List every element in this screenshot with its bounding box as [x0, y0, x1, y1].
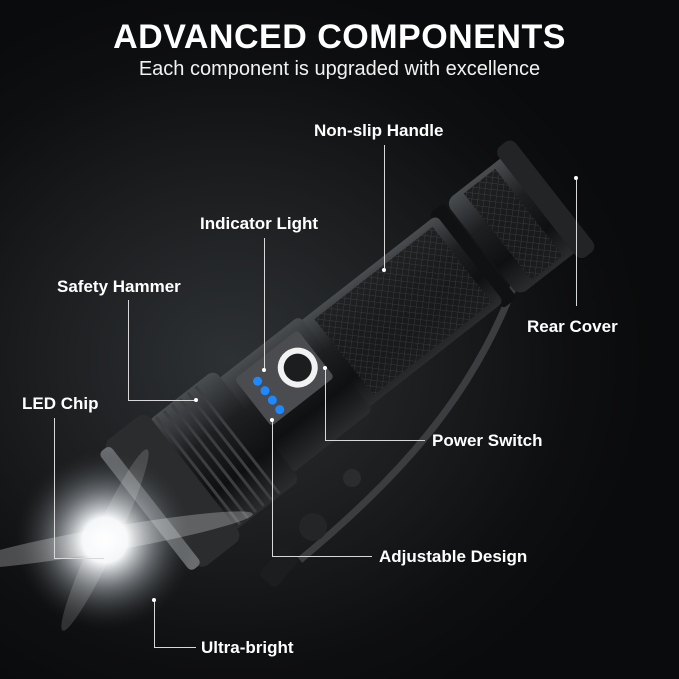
callout-line [128, 300, 129, 400]
callout-safety-hammer: Safety Hammer [57, 277, 181, 296]
callout-line [325, 440, 425, 441]
callout-adjustable-design: Adjustable Design [379, 547, 528, 566]
callout-indicator-light: Indicator Light [200, 214, 319, 233]
callout-power-switch: Power Switch [432, 431, 543, 450]
callout-line [576, 178, 577, 306]
callout-ultra-bright: Ultra-bright [201, 638, 294, 657]
callout-rear-cover: Rear Cover [527, 317, 618, 336]
callout-line [272, 420, 273, 556]
callout-dot [323, 366, 327, 370]
callout-dot [382, 268, 386, 272]
callout-dot [152, 598, 156, 602]
callout-line [154, 647, 196, 648]
callout-line [272, 556, 372, 557]
callout-dot [262, 368, 266, 372]
callout-led-chip: LED Chip [22, 394, 99, 413]
callout-line [154, 600, 155, 647]
page-subtitle: Each component is upgraded with excellen… [138, 58, 541, 80]
callout-line [325, 368, 326, 440]
callout-dot [194, 398, 198, 402]
callout-line [54, 558, 104, 559]
callout-non-slip-handle: Non-slip Handle [314, 121, 444, 140]
callout-dot [574, 176, 578, 180]
callout-line [54, 418, 55, 558]
callout-line [128, 400, 196, 401]
callout-line [384, 145, 385, 270]
callout-dot [270, 418, 274, 422]
page-title: ADVANCED COMPONENTS [113, 18, 566, 56]
callout-line [264, 238, 265, 370]
